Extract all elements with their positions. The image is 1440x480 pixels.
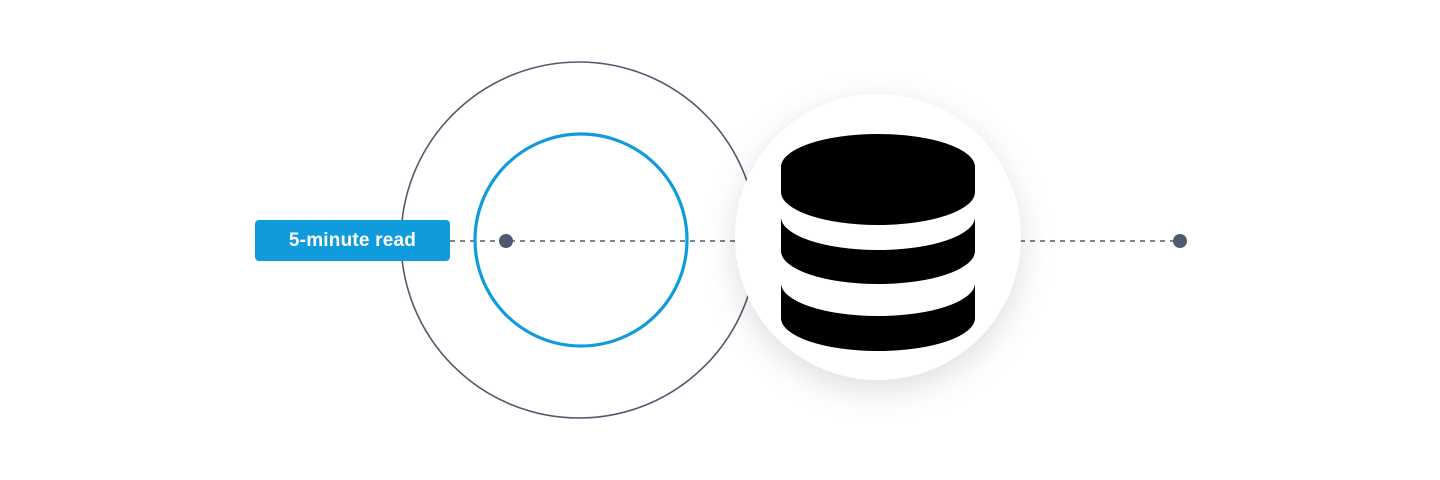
database-icon (781, 134, 975, 351)
inner-ring (473, 132, 689, 348)
connector-dot-left (499, 234, 513, 248)
read-time-badge: 5-minute read (255, 220, 450, 261)
connector-dot-right (1173, 234, 1187, 248)
outer-ring (400, 61, 758, 419)
